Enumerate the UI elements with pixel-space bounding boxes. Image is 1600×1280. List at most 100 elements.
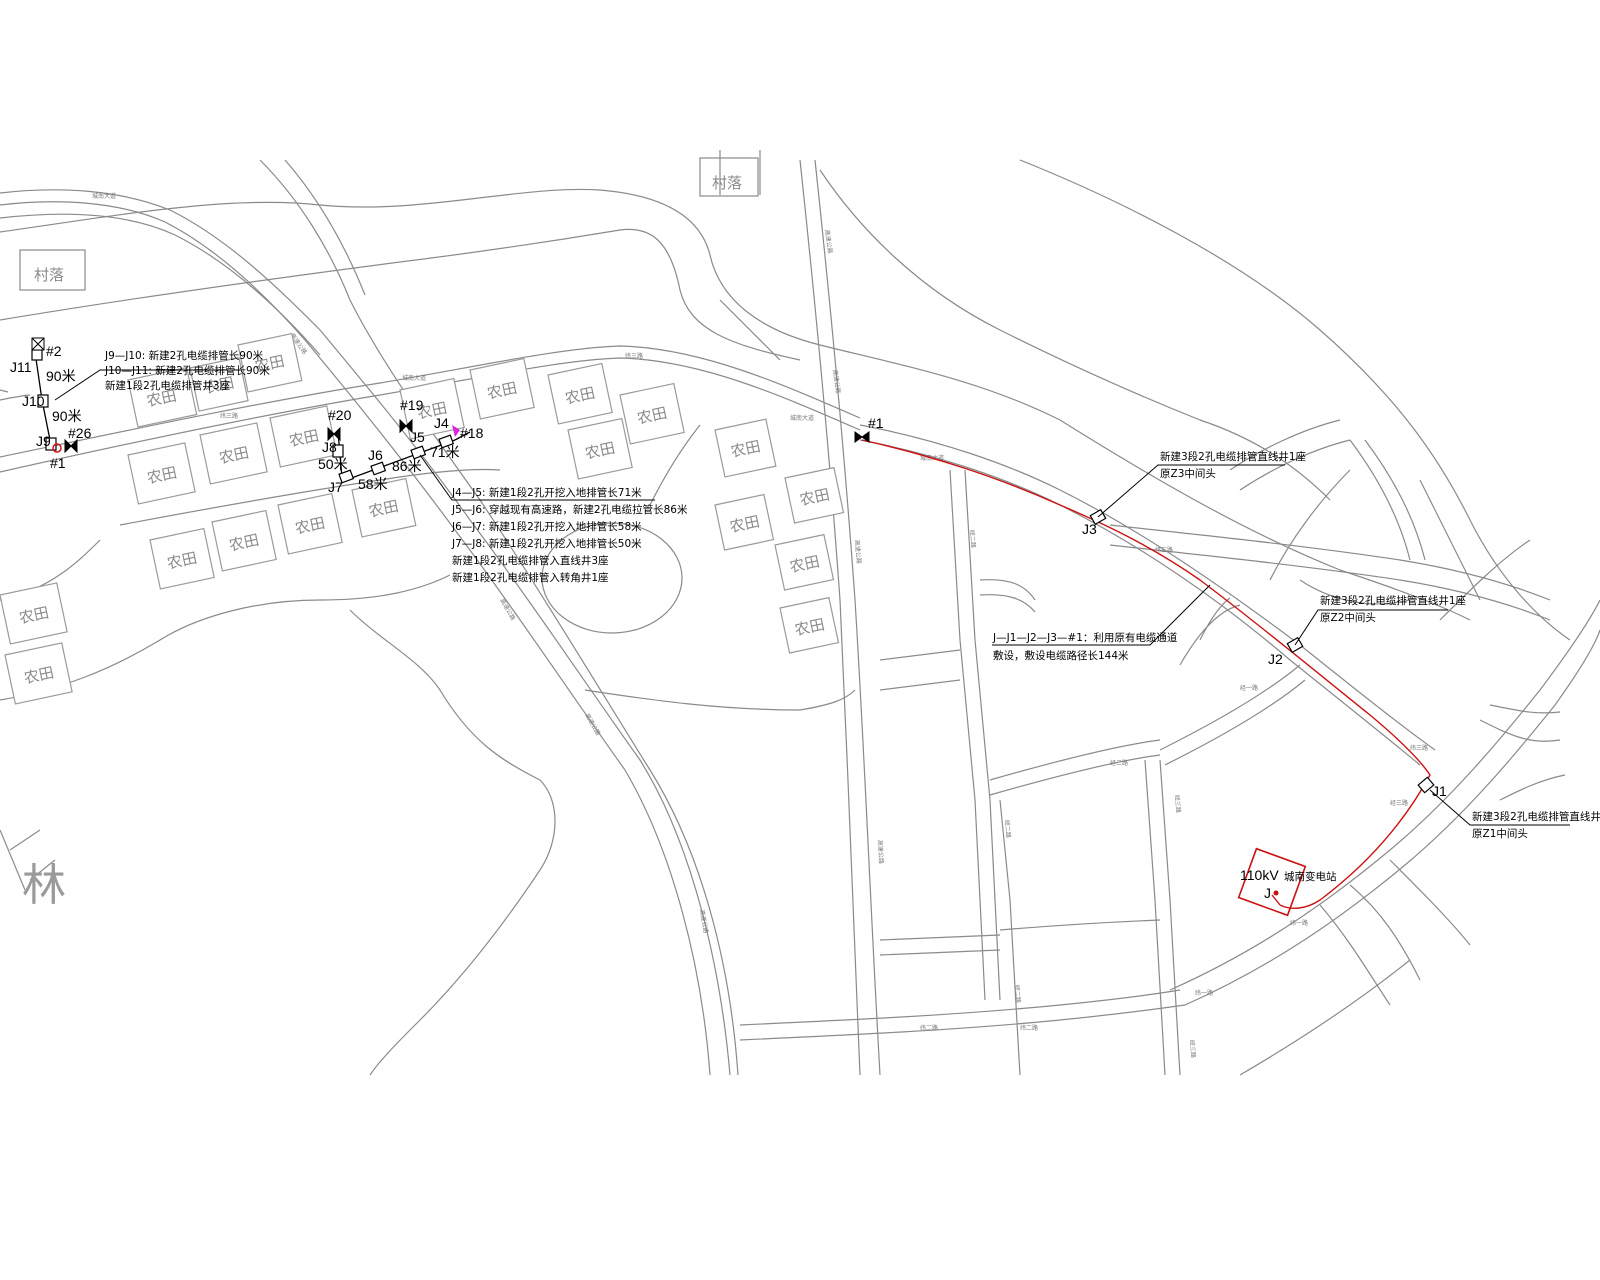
svg-text:农田: 农田 — [203, 373, 236, 397]
svg-text:农田: 农田 — [793, 615, 826, 639]
note-mid-4: J7—J8: 新建1段2孔开挖入地排管长50米 — [451, 537, 642, 550]
road-label: 高速公路 — [823, 229, 834, 254]
note-west-3: 新建1段2孔电缆排管井3座 — [105, 379, 230, 392]
note-west-1: J9—J10: 新建2孔电缆排管长90米 — [104, 349, 264, 362]
node-label-j6: J6 — [368, 447, 383, 463]
svg-text:农田: 农田 — [217, 443, 250, 467]
forest-label: 林 — [22, 860, 66, 911]
distance-label: 58米 — [358, 476, 388, 492]
svg-text:农田: 农田 — [287, 426, 320, 450]
node-label-j5: J5 — [410, 429, 425, 445]
junction-box-j5 — [410, 445, 427, 460]
node-label-j1: J1 — [1432, 783, 1447, 799]
svg-text:农田: 农田 — [583, 439, 616, 463]
svg-text:农田: 农田 — [367, 497, 400, 521]
pole-label-2: #2 — [46, 343, 62, 359]
note-mid-1: J4—J5: 新建1段2孔开挖入地排管长71米 — [451, 486, 642, 499]
node-label-j3: J3 — [1082, 521, 1097, 537]
note-mid-2: J5—J6: 穿越现有高速路，新建2孔电缆拉管长86米 — [451, 503, 688, 516]
road-label: 高速公路 — [876, 840, 885, 864]
substation-name-suffix: 城南变电站 — [1284, 870, 1337, 883]
note-j3-1: 新建3段2孔电缆排管直线井1座 — [1160, 450, 1306, 463]
road-label: 纬三路 — [1410, 744, 1428, 752]
node-label-j4: J4 — [434, 415, 449, 431]
note-main-1: J—J1—J2—J3—#1：利用原有电缆通道 — [992, 631, 1178, 644]
distance-label: 71米 — [430, 444, 460, 460]
svg-text:农田: 农田 — [165, 549, 198, 573]
svg-text:农田: 农田 — [253, 352, 286, 376]
distance-label: 50米 — [318, 456, 348, 472]
substation-node: J — [1264, 885, 1271, 901]
road-network — [0, 150, 1600, 1076]
distance-label: 90米 — [46, 368, 76, 384]
road-label: 高速公路 — [831, 369, 842, 394]
road-label: 纬二路 — [1020, 1024, 1038, 1032]
distance-label: 90米 — [52, 408, 82, 424]
pole-icon — [31, 337, 45, 351]
pole-label-west-1: #1 — [50, 455, 66, 471]
junction-box-j8 — [332, 444, 344, 458]
svg-text:农田: 农田 — [563, 384, 596, 408]
svg-text:农田: 农田 — [415, 399, 448, 423]
road-label: 经三路 — [1173, 794, 1183, 813]
junction-box-j10 — [37, 394, 49, 408]
road-label: 经一路 — [1240, 684, 1258, 692]
road-labels: 城南大道 城南大道 纬三路 纬三路 城南大道 城南大道 纬三路 纬三路 经一路 … — [92, 192, 1428, 1058]
note-j2-2: 原Z2中间头 — [1320, 611, 1376, 624]
road-label: 纬二路 — [920, 1024, 938, 1032]
pole-icon — [52, 443, 62, 453]
pole-label-1: #1 — [868, 415, 884, 431]
svg-text:农田: 农田 — [485, 379, 518, 403]
forest-area: 林 — [0, 829, 66, 911]
svg-text:农田: 农田 — [227, 531, 260, 555]
substation-name: 110kV — [1240, 867, 1279, 883]
road-label: 经二路 — [1110, 759, 1128, 767]
pole-label-20: #20 — [328, 407, 352, 423]
pole-icon — [452, 425, 460, 437]
svg-text:农田: 农田 — [145, 386, 178, 410]
pole-label-18: #18 — [460, 425, 484, 441]
junction-box-j6 — [370, 461, 387, 476]
cable-route — [861, 439, 1431, 909]
road-label: 纬三路 — [1155, 546, 1173, 554]
pole-symbols — [31, 337, 870, 454]
node-label-j10: J10 — [22, 393, 45, 409]
note-j2-1: 新建3段2孔电缆排管直线井1座 — [1320, 594, 1466, 607]
pole-label-26: #26 — [68, 425, 92, 441]
junction-box-j1 — [1417, 776, 1435, 794]
node-label-j9: J9 — [36, 433, 51, 449]
road-label: 城南大道 — [92, 192, 116, 200]
note-west-2: J10—J11: 新建2孔电缆排管长90米 — [104, 364, 270, 377]
road-label: 经三路 — [1188, 1039, 1198, 1058]
road-label: 城南大道 — [790, 414, 814, 422]
svg-text:农田: 农田 — [145, 463, 178, 487]
pole-label-19: #19 — [400, 397, 424, 413]
pole-icon — [854, 431, 870, 443]
farm-fields: 农田 农田 农田 农田 农田 农田 农田 农田 农田 农田 农田 农田 农田 农… — [0, 332, 845, 705]
distance-label: 86米 — [392, 458, 422, 474]
node-label-j2: J2 — [1268, 651, 1283, 667]
annotations: J9—J10: 新建2孔电缆排管长90米 J10—J11: 新建2孔电缆排管长9… — [54, 349, 1600, 840]
junction-box-j7 — [338, 469, 355, 484]
svg-text:农田: 农田 — [798, 485, 831, 509]
note-mid-6: 新建1段2孔电缆排管入转角井1座 — [452, 571, 609, 584]
road-label: 纬一路 — [1195, 989, 1213, 997]
node-labels: J11 J10 J9 J8 J7 J6 J5 J4 J3 J2 J1 — [10, 359, 1447, 799]
junction-boxes — [31, 349, 1435, 794]
village-label: 村落 — [712, 174, 742, 192]
note-j1-2: 原Z1中间头 — [1472, 827, 1528, 840]
node-label-j7: J7 — [328, 479, 343, 495]
junction-box-j4 — [438, 434, 455, 449]
svg-text:农田: 农田 — [728, 512, 761, 536]
note-j1-1: 新建3段2孔电缆排管直线井1座 — [1472, 810, 1600, 823]
road-label: 城南大道 — [402, 374, 426, 382]
road-label: 经二路 — [1013, 984, 1023, 1003]
svg-text:农田: 农田 — [729, 437, 762, 461]
road-label: 纬一路 — [1290, 919, 1308, 927]
road-label: 纬三路 — [625, 352, 643, 360]
road-label: 纬三路 — [220, 412, 238, 420]
road-label: 经三路 — [1390, 799, 1408, 807]
pole-icon — [64, 438, 78, 454]
road-label: 高速公路 — [498, 597, 517, 622]
